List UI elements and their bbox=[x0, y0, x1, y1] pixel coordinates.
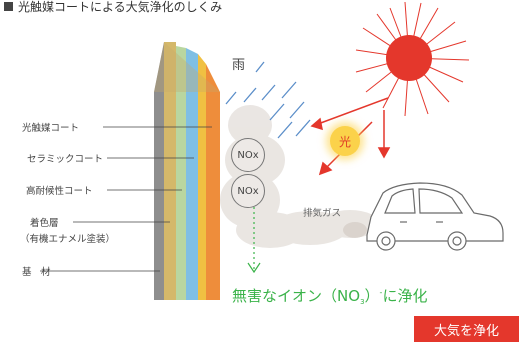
nox-bubble-upper: NOx bbox=[231, 138, 265, 172]
result-no-main: NO bbox=[337, 287, 361, 305]
light-label: 光 bbox=[338, 134, 351, 149]
purify-air-label: 大気を浄化 bbox=[433, 323, 499, 339]
car-icon bbox=[366, 182, 504, 251]
result-close-paren: ） bbox=[364, 287, 380, 305]
label-colored-layer-note: （有機エナメル塗装） bbox=[20, 234, 116, 245]
layer-base-stripe bbox=[154, 42, 164, 300]
layer-colored-stripe bbox=[164, 42, 176, 300]
exhaust-puff bbox=[343, 222, 367, 238]
nox-label-lower: NOx bbox=[237, 185, 259, 197]
layer-yellow-stripe bbox=[198, 54, 206, 300]
layer-green-stripe bbox=[176, 46, 186, 300]
label-ceramic-coat: セラミックコート bbox=[27, 154, 104, 165]
layer-orange-stripe bbox=[206, 64, 220, 300]
page-title: 光触媒コートによる大気浄化のしくみ bbox=[18, 0, 223, 14]
label-base: 基 材 bbox=[22, 267, 51, 278]
result-suffix: に浄化 bbox=[382, 287, 428, 305]
exhaust-gas-label: 排気ガス bbox=[303, 208, 342, 219]
leader-lines bbox=[40, 126, 212, 272]
header-marker bbox=[4, 2, 13, 11]
coating-layers bbox=[154, 42, 220, 300]
result-no-sub: 3 bbox=[360, 298, 365, 306]
result-text: 無害なイオン（NO3）-に浄化 bbox=[232, 285, 427, 306]
result-no-sup: - bbox=[379, 288, 383, 297]
light-arrows bbox=[310, 97, 391, 176]
result-open-paren: （ bbox=[322, 287, 338, 305]
sun-icon bbox=[355, 1, 470, 117]
rain-label: 雨 bbox=[232, 58, 246, 73]
light-badge: 光 bbox=[330, 126, 360, 156]
nox-bubble-lower: NOx bbox=[231, 174, 265, 208]
result-prefix: 無害なイオン bbox=[232, 287, 323, 305]
label-photocatalyst-coat: 光触媒コート bbox=[22, 123, 80, 134]
purify-air-badge: 大気を浄化 bbox=[414, 316, 519, 342]
down-arrow-icon bbox=[247, 207, 261, 274]
label-colored-layer: 着色層 bbox=[30, 218, 59, 229]
label-weather-resistant-coat: 高耐候性コート bbox=[26, 186, 93, 197]
rain-streaks bbox=[225, 61, 311, 139]
layer-blue-stripe bbox=[186, 48, 198, 300]
nox-label-upper: NOx bbox=[237, 149, 259, 161]
layer-top-bevel bbox=[154, 42, 220, 92]
